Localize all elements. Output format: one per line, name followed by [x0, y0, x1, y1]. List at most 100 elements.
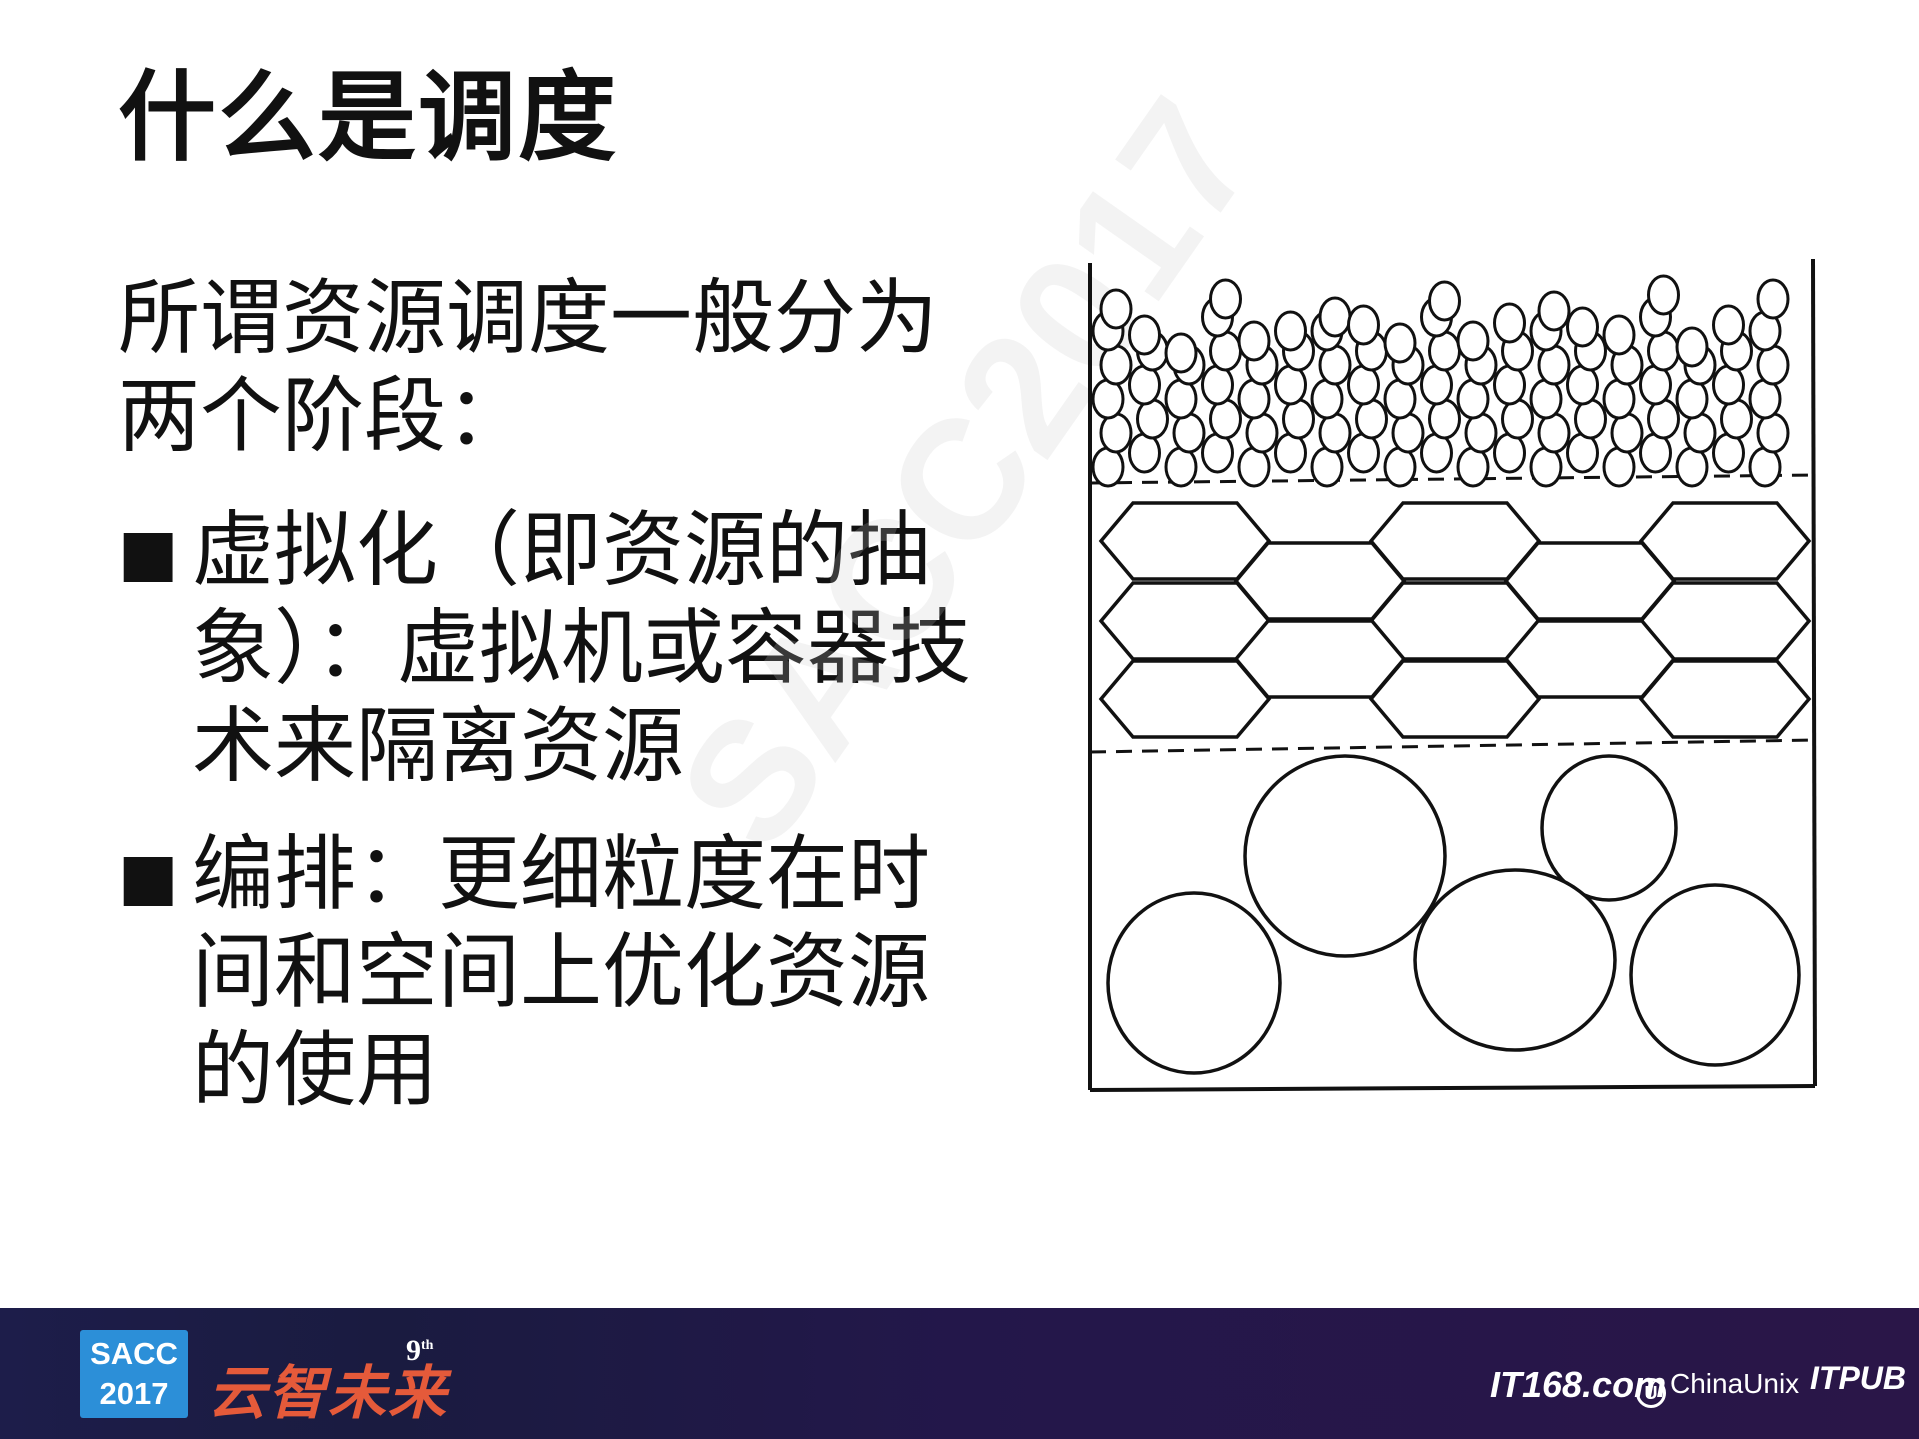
small-circle: [1164, 378, 1198, 420]
small-circle: [1318, 344, 1352, 386]
small-circle: [1712, 364, 1745, 406]
small-circle: [1128, 364, 1161, 406]
small-circle: [1237, 378, 1271, 420]
small-circle: [1274, 310, 1307, 352]
small-circle: [1099, 288, 1133, 330]
small-circle: [1756, 344, 1790, 386]
small-circle: [1318, 412, 1352, 454]
hexagon: [1638, 659, 1812, 739]
resource-layers-diagram: [1088, 258, 1817, 1092]
small-circle: [1209, 278, 1242, 320]
small-circle: [1237, 320, 1271, 362]
hexagon: [1098, 501, 1272, 581]
small-circle: [1537, 412, 1571, 454]
hexagon: [1503, 541, 1677, 621]
small-circle: [1383, 322, 1417, 364]
small-circle: [1383, 446, 1417, 488]
small-circle: [1282, 398, 1315, 440]
large-circle: [1629, 883, 1801, 1067]
small-circle: [1428, 330, 1461, 372]
small-circle: [1237, 446, 1271, 488]
small-circle: [1091, 446, 1125, 488]
small-circle: [1574, 398, 1607, 440]
small-circle: [1748, 446, 1782, 488]
small-circle: [1318, 296, 1352, 338]
small-circle: [1675, 326, 1709, 368]
intro-text: 所谓资源调度一般分为两个阶段：: [118, 271, 939, 464]
small-circle: [1712, 432, 1745, 474]
hexagon: [1233, 541, 1407, 621]
large-circle: [1413, 868, 1617, 1052]
bullet-text: 虚拟化（即资源的抽象）：虚拟机或容器技术来隔离资源: [192, 503, 972, 794]
small-circle: [1566, 306, 1599, 348]
small-circle: [1537, 344, 1571, 386]
hexagon: [1233, 619, 1407, 699]
small-circle: [1209, 330, 1242, 372]
bullet-text: 编排：更细粒度在时间和空间上优化资源的使用: [192, 827, 931, 1118]
small-circle: [1172, 412, 1206, 454]
page-title: 什么是调度: [118, 61, 619, 175]
small-circle: [1683, 412, 1717, 454]
small-circle: [1529, 446, 1563, 488]
small-circle: [1245, 412, 1279, 454]
large-circles-layer: [1106, 754, 1801, 1075]
small-circles-layer: [1091, 274, 1790, 488]
small-circle: [1720, 398, 1753, 440]
small-circle: [1347, 432, 1380, 474]
small-circle: [1493, 302, 1526, 344]
small-circle: [1099, 344, 1133, 386]
small-circle: [1128, 432, 1161, 474]
small-circle: [1391, 412, 1425, 454]
small-circle: [1756, 412, 1790, 454]
small-circle: [1602, 446, 1636, 488]
edition-label: 9th: [406, 1334, 434, 1367]
small-circle: [1602, 378, 1636, 420]
small-circle: [1310, 446, 1344, 488]
hexagon: [1638, 501, 1812, 581]
small-circle: [1493, 364, 1526, 406]
small-circle: [1464, 412, 1498, 454]
small-circle: [1164, 446, 1198, 488]
hexagon: [1368, 501, 1542, 581]
small-circle: [1347, 364, 1380, 406]
small-circle: [1647, 398, 1680, 440]
small-circle: [1310, 378, 1344, 420]
small-circle: [1610, 412, 1644, 454]
small-circle: [1456, 446, 1490, 488]
hexagon-layer: [1098, 501, 1812, 739]
bullet-square-icon: ■: [118, 516, 179, 590]
large-circle: [1243, 754, 1447, 958]
small-circle: [1639, 432, 1672, 474]
small-circle: [1493, 432, 1526, 474]
small-circle: [1456, 320, 1490, 362]
small-circle: [1647, 330, 1680, 372]
small-circle: [1748, 378, 1782, 420]
small-circle: [1428, 398, 1461, 440]
small-circle: [1355, 398, 1388, 440]
small-circle: [1099, 412, 1133, 454]
small-circle: [1347, 304, 1380, 346]
small-circle: [1164, 332, 1198, 374]
small-circle: [1675, 378, 1709, 420]
small-circle: [1136, 398, 1169, 440]
small-circle: [1091, 378, 1125, 420]
small-circle: [1566, 432, 1599, 474]
small-circle: [1201, 364, 1234, 406]
small-circle: [1209, 398, 1242, 440]
large-circle: [1540, 754, 1678, 902]
small-circle: [1383, 378, 1417, 420]
hexagon: [1503, 619, 1677, 699]
small-circle: [1501, 398, 1534, 440]
large-circle: [1106, 891, 1282, 1075]
small-circle: [1420, 364, 1453, 406]
hexagon: [1368, 659, 1542, 739]
small-circle: [1420, 432, 1453, 474]
small-circle: [1756, 278, 1790, 320]
small-circle: [1537, 290, 1571, 332]
container-outline: [1088, 258, 1817, 1092]
small-circle: [1456, 378, 1490, 420]
layer-divider-bottom: [1089, 738, 1816, 754]
